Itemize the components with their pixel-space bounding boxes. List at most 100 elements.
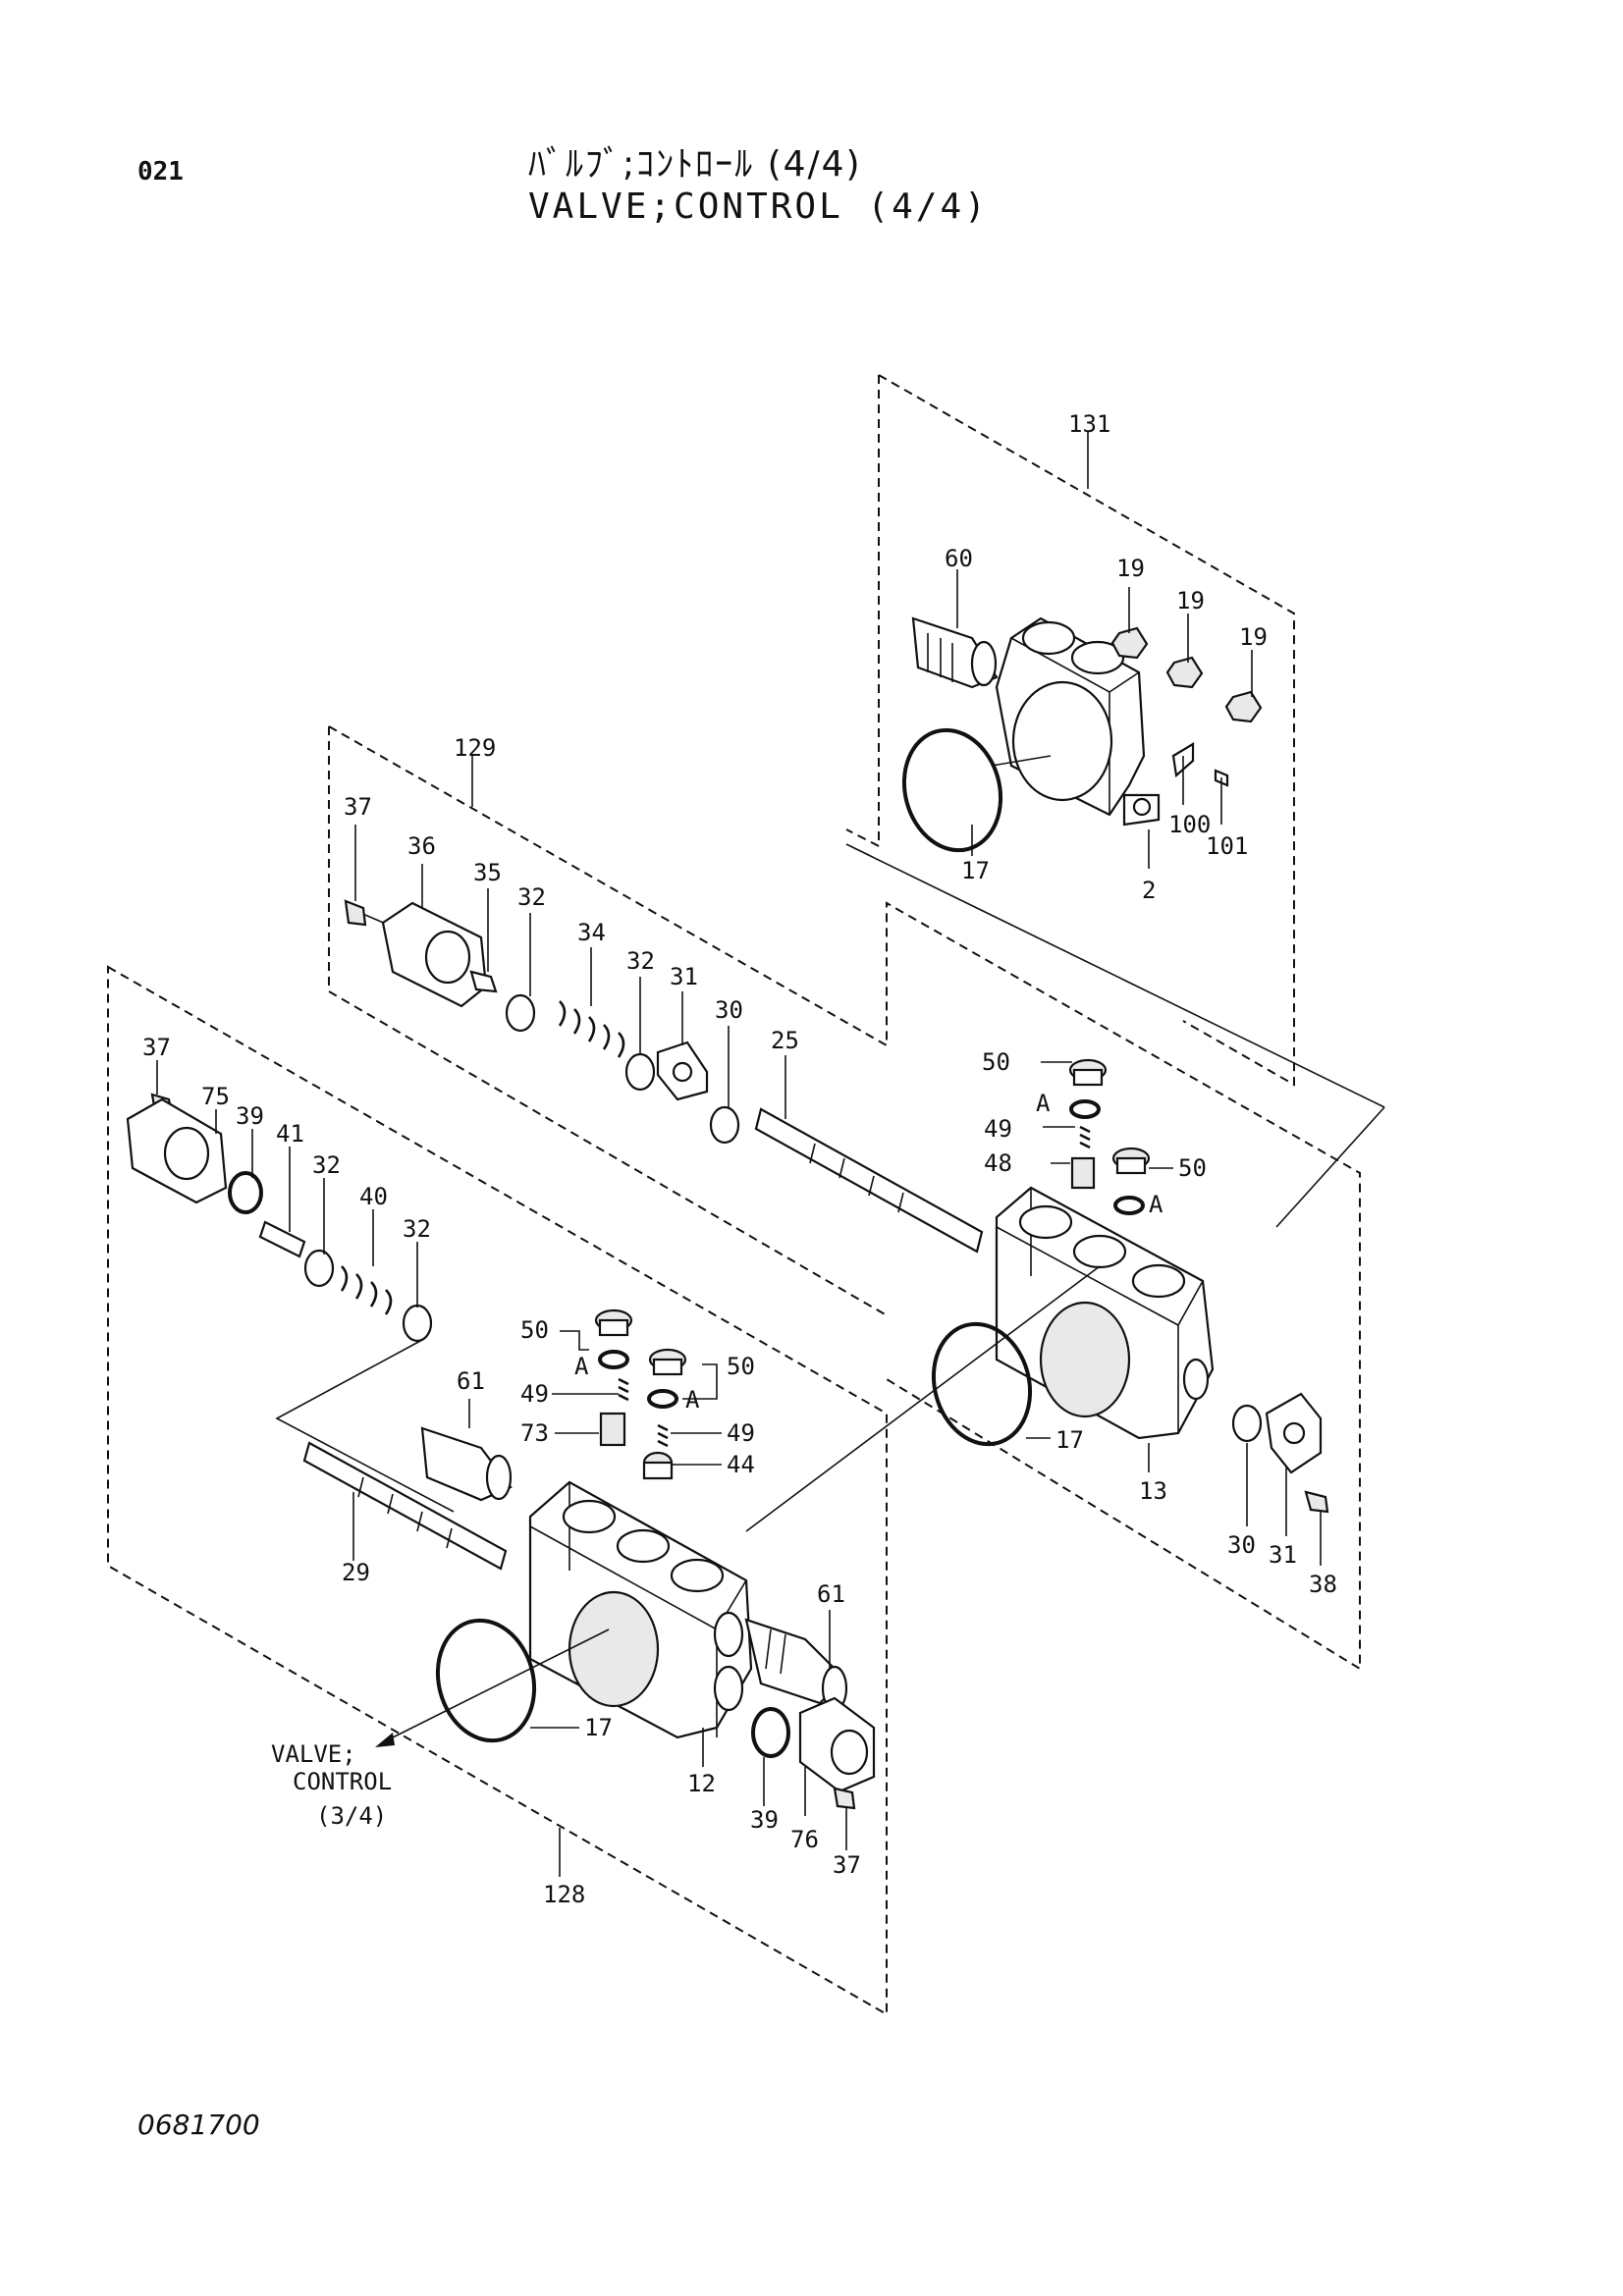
group-131-frame xyxy=(845,374,1295,1087)
spring-seat-32-c xyxy=(303,1249,335,1288)
o-ring-39-a xyxy=(228,1171,263,1214)
part-label-A-b: A xyxy=(1149,1191,1163,1218)
part-label-50-d: 50 xyxy=(727,1353,755,1380)
part-label-31-a: 31 xyxy=(670,963,698,990)
cover-75 xyxy=(126,1097,228,1204)
cover-76 xyxy=(798,1696,876,1793)
part-label-37-a: 37 xyxy=(344,793,372,821)
relief-valve-61-a xyxy=(420,1426,513,1502)
part-label-35: 35 xyxy=(473,859,502,886)
part-label-29: 29 xyxy=(342,1559,370,1586)
section-block-12 xyxy=(528,1480,753,1739)
part-label-37-c: 37 xyxy=(833,1851,861,1879)
part-label-32-c: 32 xyxy=(312,1151,341,1179)
part-label-36: 36 xyxy=(407,832,436,860)
reference-label-line1: VALVE; xyxy=(271,1740,356,1768)
part-label-40: 40 xyxy=(359,1183,388,1210)
title-english: VALVE;CONTROL (4/4) xyxy=(528,187,989,227)
cover-36 xyxy=(381,901,488,1008)
relief-valve-61-b xyxy=(744,1618,848,1712)
part-label-75: 75 xyxy=(201,1083,230,1110)
spring-49-c xyxy=(657,1423,669,1448)
relief-valve-60 xyxy=(911,616,999,689)
part-label-12: 12 xyxy=(687,1770,716,1797)
spring-40 xyxy=(340,1265,393,1315)
drawing-code: 0681700 xyxy=(137,2109,260,2141)
part-label-50-a: 50 xyxy=(982,1048,1010,1076)
part-label-30-a: 30 xyxy=(715,996,743,1024)
bolt-38 xyxy=(1304,1490,1329,1514)
poppet-73 xyxy=(599,1412,626,1447)
bolt-37-c xyxy=(833,1787,856,1810)
part-label-30-b: 30 xyxy=(1227,1531,1256,1559)
reference-label-line2: CONTROL xyxy=(293,1768,392,1795)
part-label-32-a: 32 xyxy=(517,883,546,911)
part-label-17-c: 17 xyxy=(584,1714,613,1741)
part-label-25: 25 xyxy=(771,1027,799,1054)
part-label-48: 48 xyxy=(984,1149,1012,1177)
spring-seat-35 xyxy=(469,970,498,993)
part-label-49-c: 49 xyxy=(727,1419,755,1447)
cover-31-b xyxy=(1265,1392,1323,1474)
o-ring-17-top xyxy=(901,727,1003,853)
part-label-A-d: A xyxy=(685,1386,700,1414)
spring-34 xyxy=(558,1000,625,1058)
part-label-2: 2 xyxy=(1142,877,1156,904)
spring-49-b xyxy=(618,1377,629,1402)
plug-19-b xyxy=(1165,656,1204,689)
o-ring-39-b xyxy=(751,1707,790,1758)
plug-50-a xyxy=(1068,1058,1108,1087)
plug-19-a xyxy=(1110,626,1149,660)
group-label-129: 129 xyxy=(454,734,496,762)
plug-19-c xyxy=(1224,690,1263,723)
part-label-44: 44 xyxy=(727,1451,755,1478)
part-label-19-a: 19 xyxy=(1116,555,1145,582)
o-ring-17-bottom xyxy=(435,1618,537,1743)
part-label-60: 60 xyxy=(945,545,973,572)
group-129-frame xyxy=(328,725,1361,1671)
poppet-48 xyxy=(1070,1156,1096,1190)
group-label-131: 131 xyxy=(1068,410,1110,438)
part-label-49-a: 49 xyxy=(984,1115,1012,1143)
part-label-61-b: 61 xyxy=(817,1580,845,1608)
group-128-frame xyxy=(107,965,888,2016)
part-label-61-a: 61 xyxy=(457,1367,485,1395)
reference-arrow-head xyxy=(375,1733,395,1747)
spool-29 xyxy=(302,1441,508,1571)
part-label-31-b: 31 xyxy=(1269,1541,1297,1569)
part-label-38: 38 xyxy=(1309,1571,1337,1598)
reference-arrow-line xyxy=(382,1629,610,1743)
part-label-39-b: 39 xyxy=(750,1806,779,1834)
plug-50-d xyxy=(648,1348,687,1376)
part-label-76: 76 xyxy=(790,1826,819,1853)
part-label-17-a: 17 xyxy=(961,857,990,884)
part-label-34: 34 xyxy=(577,919,606,946)
part-label-13: 13 xyxy=(1139,1477,1167,1505)
part-label-32-d: 32 xyxy=(403,1215,431,1243)
o-ring-a-3 xyxy=(598,1350,629,1369)
spool-25 xyxy=(754,1107,984,1254)
part-label-A-a: A xyxy=(1036,1090,1051,1117)
plug-50-b xyxy=(1111,1147,1151,1175)
spring-seat-41 xyxy=(258,1220,306,1258)
o-ring-17-middle xyxy=(931,1321,1033,1447)
title-japanese: ﾊﾞﾙﾌﾞ;ｺﾝﾄﾛｰﾙ (4/4) xyxy=(528,144,862,185)
reference-label-line3: (3/4) xyxy=(316,1802,387,1830)
part-label-50-b: 50 xyxy=(1178,1154,1207,1182)
part-label-17-b: 17 xyxy=(1055,1426,1084,1454)
part-label-37-b: 37 xyxy=(142,1034,171,1061)
page-number: 021 xyxy=(137,157,184,187)
part-label-49-b: 49 xyxy=(520,1380,549,1408)
part-label-39-a: 39 xyxy=(236,1102,264,1130)
part-label-19-b: 19 xyxy=(1176,587,1205,614)
washer-30-b xyxy=(1231,1404,1263,1443)
part-label-A-c: A xyxy=(574,1353,589,1380)
spring-49-a xyxy=(1079,1125,1091,1149)
o-ring-a-1 xyxy=(1069,1099,1101,1119)
spring-seat-32-d xyxy=(402,1304,433,1343)
valve-housing-2 xyxy=(995,616,1161,827)
plug-50-c xyxy=(594,1308,633,1337)
part-label-19-c: 19 xyxy=(1239,623,1268,651)
part-label-50-c: 50 xyxy=(520,1316,549,1344)
